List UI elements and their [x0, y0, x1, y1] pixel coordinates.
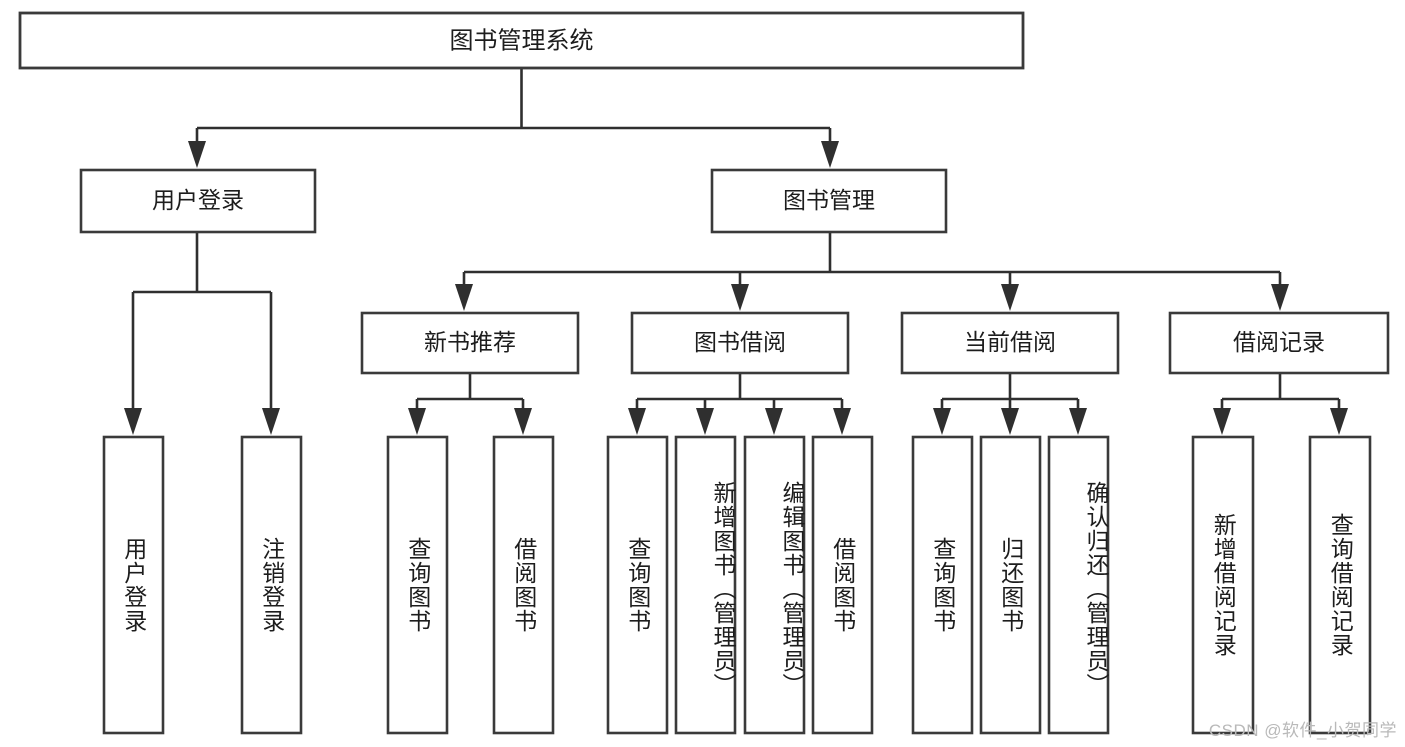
node-new-book-rec[interactable]: 新书推荐 [360, 311, 580, 375]
arrow-icon-userlogin-leaf2 [262, 408, 280, 435]
arrow-icon-bookborrow-leaf3 [765, 408, 783, 435]
node-book-borrow-label: 图书借阅 [694, 329, 786, 355]
node-book-borrow-box[interactable] [630, 311, 850, 375]
node-leaf-newbook-1-box[interactable] [386, 435, 449, 735]
node-book-borrow[interactable]: 图书借阅 [630, 311, 850, 375]
arrow-heads [124, 141, 1348, 435]
arrow-icon-newbook-leaf2 [514, 408, 532, 435]
arrow-icon-user-login [188, 141, 206, 168]
node-new-book-rec-box[interactable] [360, 311, 580, 375]
node-user-login[interactable]: 用户登录 [79, 168, 317, 234]
arrow-icon-newbook [455, 284, 473, 311]
node-current-borrow[interactable]: 当前借阅 [900, 311, 1120, 375]
node-boxes: 图书管理系统 用户登录 图书管理 新书推荐 图书借阅 当前 [18, 11, 1390, 735]
arrow-icon-currentborrow-leaf1 [933, 408, 951, 435]
node-borrow-record-box[interactable] [1168, 311, 1390, 375]
arrow-icon-borrowrecord [1271, 284, 1289, 311]
node-root-box[interactable] [18, 11, 1025, 70]
node-new-book-rec-label: 新书推荐 [424, 329, 516, 355]
arrow-icon-currentborrow-leaf3 [1069, 408, 1087, 435]
node-current-borrow-label: 当前借阅 [964, 329, 1056, 355]
arrow-icon-bookborrow-leaf2 [696, 408, 714, 435]
node-leaf-borrow-2-box[interactable] [674, 435, 737, 735]
arrow-icon-bookborrow [731, 284, 749, 311]
node-book-manage-label: 图书管理 [783, 187, 875, 213]
node-user-login-box[interactable] [79, 168, 317, 234]
node-leaf-record-1-box[interactable] [1191, 435, 1255, 735]
arrow-icon-borrowrecord-leaf1 [1213, 408, 1231, 435]
arrow-icon-book-manage [821, 141, 839, 168]
node-book-manage-box[interactable] [710, 168, 948, 234]
node-leaf-borrow-3-box[interactable] [743, 435, 806, 735]
arrow-icon-currentborrow-leaf2 [1001, 408, 1019, 435]
node-leaf-user-login-2-box[interactable] [240, 435, 303, 735]
node-leaf-borrow-4-box[interactable] [811, 435, 874, 735]
node-leaf-user-login-1-box[interactable] [102, 435, 165, 735]
node-leaf-record-2-box[interactable] [1308, 435, 1372, 735]
arrow-icon-borrowrecord-leaf2 [1330, 408, 1348, 435]
node-root-label: 图书管理系统 [450, 27, 594, 54]
node-root[interactable]: 图书管理系统 [18, 11, 1025, 70]
arrow-icon-currentborrow [1001, 284, 1019, 311]
node-leaf-borrow-1-box[interactable] [606, 435, 669, 735]
node-borrow-record-label: 借阅记录 [1233, 329, 1325, 355]
node-current-borrow-box[interactable] [900, 311, 1120, 375]
arrow-icon-bookborrow-leaf4 [833, 408, 851, 435]
node-leaf-current-3-box[interactable] [1047, 435, 1110, 735]
node-leaf-newbook-2-box[interactable] [492, 435, 555, 735]
node-leaf-current-1-box[interactable] [911, 435, 974, 735]
watermark-text: CSDN @软件_小贺同学 [1208, 721, 1397, 740]
arrow-icon-userlogin-leaf1 [124, 408, 142, 435]
arrow-icon-newbook-leaf1 [408, 408, 426, 435]
node-user-login-label: 用户登录 [152, 187, 244, 213]
node-borrow-record[interactable]: 借阅记录 [1168, 311, 1390, 375]
node-book-manage[interactable]: 图书管理 [710, 168, 948, 234]
node-leaf-current-2-box[interactable] [979, 435, 1042, 735]
arrow-icon-bookborrow-leaf1 [628, 408, 646, 435]
